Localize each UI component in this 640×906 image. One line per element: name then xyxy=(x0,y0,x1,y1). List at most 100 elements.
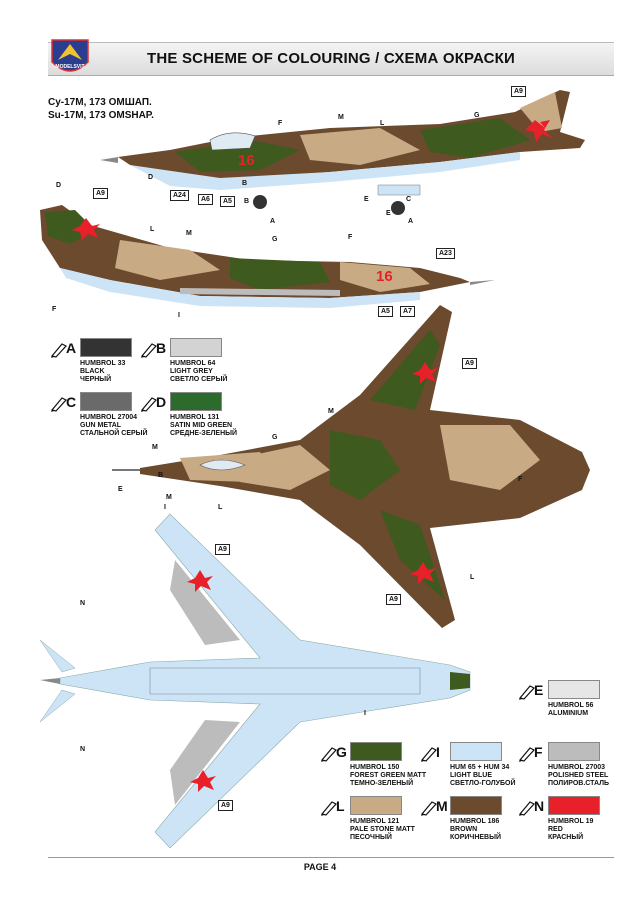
callout: L xyxy=(470,574,475,581)
callout: M xyxy=(186,230,192,237)
callout: I xyxy=(364,710,366,717)
caption-en: Su-17M, 173 OMSHAP. xyxy=(48,110,154,121)
callout: A6 xyxy=(198,194,213,205)
swatch-letter: N xyxy=(534,798,545,814)
swatch-color xyxy=(450,742,502,761)
swatch-color xyxy=(548,796,600,815)
brush-icon xyxy=(518,747,535,762)
header-bar: THE SCHEME OF COLOURING / СХЕМА ОКРАСКИ xyxy=(48,42,614,76)
brush-icon xyxy=(140,343,157,358)
callout: F xyxy=(52,306,57,313)
brush-icon xyxy=(420,747,437,762)
callout: M xyxy=(328,408,334,415)
bottom-view xyxy=(39,513,471,849)
brush-icon xyxy=(50,343,67,358)
swatch-letter: I xyxy=(436,744,440,760)
callout: A9 xyxy=(215,544,230,555)
swatch-letter: M xyxy=(436,798,448,814)
swatch-color xyxy=(548,742,600,761)
swatch-color xyxy=(350,796,402,815)
top-view xyxy=(112,305,590,628)
callout: A9 xyxy=(511,86,526,97)
callout: E xyxy=(364,196,369,203)
callout: G xyxy=(272,434,278,441)
swatch-letter: D xyxy=(156,394,167,410)
swatch-color xyxy=(350,742,402,761)
callout: N xyxy=(80,746,86,753)
brush-icon xyxy=(320,801,337,816)
swatch-color xyxy=(450,796,502,815)
callout: B xyxy=(242,180,248,187)
callout: A xyxy=(408,218,414,225)
page-title: THE SCHEME OF COLOURING / СХЕМА ОКРАСКИ xyxy=(147,50,515,67)
callout: A23 xyxy=(436,248,455,259)
callout: E xyxy=(386,210,391,217)
swatch-color xyxy=(170,392,222,411)
side-number-right: 16 xyxy=(376,268,393,285)
side-view-left xyxy=(100,90,585,215)
swatch-color xyxy=(170,338,222,357)
side-number-left: 16 xyxy=(238,152,255,169)
callout: F xyxy=(278,120,283,127)
callout: M xyxy=(166,494,172,501)
callout: G xyxy=(474,112,480,119)
callout: L xyxy=(380,120,385,127)
swatch-color xyxy=(548,680,600,699)
modelsvit-logo xyxy=(51,39,89,72)
callout: B xyxy=(244,198,250,205)
callout: I xyxy=(178,312,180,319)
callout: A24 xyxy=(170,190,189,201)
brush-icon xyxy=(518,685,535,700)
callout: L xyxy=(150,226,155,233)
brush-icon xyxy=(320,747,337,762)
callout: E xyxy=(118,486,123,493)
swatch-letter: B xyxy=(156,340,167,356)
swatch-color xyxy=(80,338,132,357)
callout: A7 xyxy=(400,306,415,317)
callout: B xyxy=(158,472,164,479)
callout: A9 xyxy=(462,358,477,369)
callout: M xyxy=(338,114,344,121)
callout: G xyxy=(272,236,278,243)
callout: A9 xyxy=(93,188,108,199)
callout: L xyxy=(218,504,223,511)
logo-text: MODELSVIT xyxy=(55,64,85,70)
swatch-letter: G xyxy=(336,744,347,760)
callout: N xyxy=(80,600,86,607)
callout: C xyxy=(406,196,412,203)
swatch-letter: L xyxy=(336,798,345,814)
brush-icon xyxy=(140,397,157,412)
callout: A9 xyxy=(218,800,233,811)
swatch-letter: E xyxy=(534,682,544,698)
brush-icon xyxy=(518,801,535,816)
brush-icon xyxy=(50,397,67,412)
swatch-color xyxy=(80,392,132,411)
swatch-letter: C xyxy=(66,394,77,410)
callout: I xyxy=(164,504,166,511)
swatch-letter: A xyxy=(66,340,77,356)
callout: M xyxy=(152,444,158,451)
callout: A xyxy=(270,218,276,225)
swatch-letter: F xyxy=(534,744,543,760)
